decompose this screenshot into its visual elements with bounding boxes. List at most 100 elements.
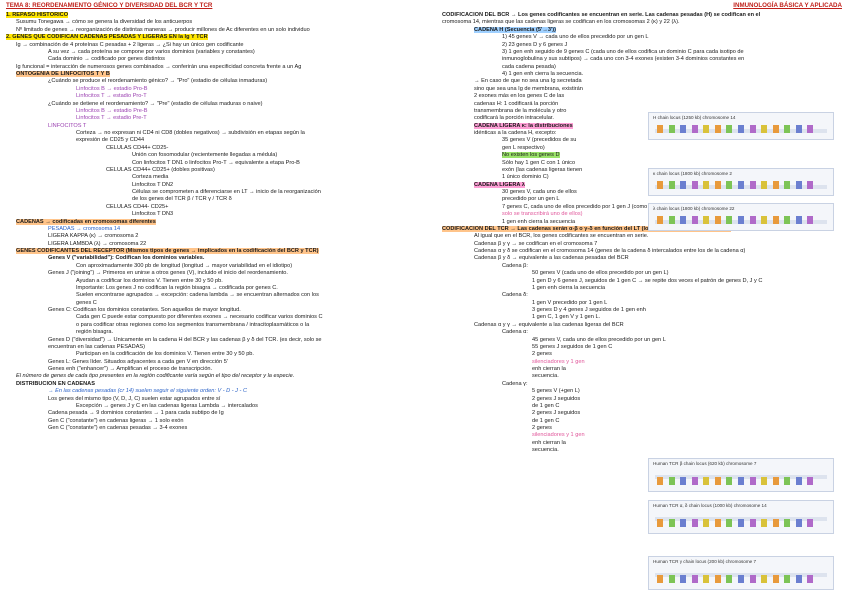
line-text: Participan en la codificación de los dom… xyxy=(76,351,254,358)
left-text-line: encuentran en las cadenas PESADAS) xyxy=(6,344,424,351)
right-text-line: de 1 gen C xyxy=(432,418,844,425)
gene-segment xyxy=(795,477,802,485)
line-text: Linfocitos T DN3 xyxy=(132,211,174,218)
line-text: codificará la porción intracelular. xyxy=(474,115,554,122)
line-text: silenciadores y 1 gen xyxy=(532,358,585,365)
gene-segment xyxy=(772,181,779,189)
gene-segment xyxy=(703,216,710,224)
line-text: LINFOCITOS T xyxy=(48,122,87,129)
gene-segment xyxy=(668,216,675,224)
right-text-line: silenciadores y 1 gen xyxy=(432,432,844,439)
left-text-line: Cadena pesada → 9 dominios constantes → … xyxy=(6,410,424,417)
gene-segment xyxy=(691,519,698,527)
left-text-line: CADENAS → codificadas en cromosomas dife… xyxy=(6,218,424,226)
line-text: Nº limitado de genes → reorganización de… xyxy=(16,26,310,33)
right-text-line: Sólo hay 1 gen C con 1 único xyxy=(432,160,844,167)
line-text: Genes J ("joining") → Primeros en unirse… xyxy=(48,270,288,277)
bcr-k-locus-figure: κ chain locus (1800 kb) chromosome 2 xyxy=(648,168,834,196)
right-text-line: CODIFICACIÓN DEL TCR → Las cadenas serán… xyxy=(432,225,844,233)
right-text-line: idénticas a la cadena H, excepto: xyxy=(432,130,844,137)
right-text-line: 45 genes V, cada uno de ellos precedido … xyxy=(432,337,844,344)
gene-segment xyxy=(714,575,721,583)
line-text: Suelen encontrarse agrupados → excepción… xyxy=(76,292,319,299)
line-text: CODIFICACIÓN DEL TCR → Las cadenas serán… xyxy=(442,225,731,232)
gene-segment xyxy=(738,477,744,485)
left-text-line: ONTOGENIA DE LINFOCITOS T Y B xyxy=(6,71,424,78)
line-text: 2 genes J seguidos xyxy=(532,395,581,402)
right-text-line: 1 gen V precedido por 1 gen L xyxy=(432,300,844,307)
left-text-line: Genes L: Genes líder. Situados adyacente… xyxy=(6,359,424,366)
line-text: Cadenas β y γ → se codifican en el cromo… xyxy=(474,240,598,247)
document-title: TEMA 8: REORDENAMIENTO GÉNICO Y DIVERSID… xyxy=(6,2,213,9)
line-text: 1 gen D y 6 genes J, seguidos de 1 gen C… xyxy=(532,277,763,284)
gene-segment xyxy=(691,575,698,583)
line-text: 4) 1 gen enh cierra la secuencia. xyxy=(502,71,584,77)
line-text: LIGERA KAPPA (κ) → cromosoma 2 xyxy=(48,233,139,240)
line-text: Importante: Los genes J no codifican la … xyxy=(76,284,278,291)
subject-title: INMUNOLOGÍA BÁSICA Y APLICADA xyxy=(733,2,842,9)
line-text: solo se transcribirá uno de ellos) xyxy=(502,211,583,218)
line-text: 2 exones más en los genes C de las xyxy=(474,93,565,100)
left-text-line: LIGERA KAPPA (κ) → cromosoma 2 xyxy=(6,233,424,240)
line-text: enh cierran la xyxy=(532,439,566,446)
gene-segment xyxy=(668,519,675,527)
line-text: A su vez → cada proteína se compone por … xyxy=(48,48,255,55)
gene-segment xyxy=(795,575,802,583)
left-text-line: Genes V ("variabilidad"): Codifican los … xyxy=(6,255,424,262)
left-text-line: expresión de CD25 y CD44 xyxy=(6,137,424,144)
line-text: 5 genes V (+gen L) xyxy=(532,388,580,395)
left-text-line: Corteza media xyxy=(6,174,424,181)
line-text: de 1 gen C xyxy=(532,402,560,409)
gene-segment xyxy=(703,181,710,189)
gene-segment xyxy=(714,125,721,133)
tcr-a-locus-figure: Human TCR α, δ chain locus (1000 kb) chr… xyxy=(648,500,834,534)
left-text-line: Linfocitos T → estadio Pre-T xyxy=(6,115,424,122)
gene-segment xyxy=(795,181,802,189)
figure-caption: Human TCR β chain locus (620 kb) chromos… xyxy=(653,461,757,466)
gene-segment xyxy=(703,477,710,485)
line-text: 2 genes xyxy=(532,425,552,431)
right-text-line: Cadena α: xyxy=(432,329,844,336)
gene-segment xyxy=(761,575,768,583)
gene-segment xyxy=(657,216,663,224)
left-text-line: Ig funcional = interacción de numerosos … xyxy=(6,64,424,71)
right-text-line: cadenas H: 1 codificará la porción xyxy=(432,101,844,108)
line-text: de 1 gen C xyxy=(532,417,560,424)
line-text: → En caso de que no sea una Ig secretada xyxy=(474,78,582,85)
line-text: Corteza media xyxy=(132,174,169,181)
tcr-g-locus-figure: Human TCR γ chain locus (200 kb) chromos… xyxy=(648,556,834,590)
right-text-line: Cadena β: xyxy=(432,263,844,270)
left-text-line: Genes C: Codifican los dominios constant… xyxy=(6,307,424,314)
left-text-line: Importante: Los genes J no codifican la … xyxy=(6,285,424,292)
right-text-line: → En caso de que no sea una Ig secretada xyxy=(432,78,844,85)
figure-caption: Human TCR γ chain locus (200 kb) chromos… xyxy=(653,559,757,564)
line-text: transmembrana de la molécula y otro xyxy=(474,107,567,114)
left-text-line: Ayudan a codificar los dominios V. Tiene… xyxy=(6,278,424,285)
line-text: 1 gen enh cierra la secuencia xyxy=(532,284,606,291)
gene-segment xyxy=(657,125,663,133)
right-text-line: Cadenas β y γ → se codifican en el cromo… xyxy=(432,241,844,248)
left-text-line: Gen C ("constante") en cadenas ligeras →… xyxy=(6,418,424,425)
left-text-line: CÉLULAS CD44- CD25+ xyxy=(6,204,424,211)
gene-segment xyxy=(691,477,698,485)
right-text-line: No existen los genes D xyxy=(432,152,844,159)
gene-segment xyxy=(807,216,814,224)
right-text-line: sino que sea una Ig de membrana, existir… xyxy=(432,86,844,93)
line-text: 1 gen C, 1 gen V y 1 gen L. xyxy=(532,314,601,321)
line-text: 1 gen enh cierra la secuencia xyxy=(502,218,576,225)
gene-segment xyxy=(691,181,698,189)
bcr-h-locus-figure: H chain locus (1250 kb) chromosome 14 xyxy=(648,112,834,140)
gene-segment xyxy=(807,125,814,133)
line-text: 1 único dominio C) xyxy=(502,174,549,181)
left-text-line: Células se comprometen a diferenciarse e… xyxy=(6,189,424,196)
line-text: Cadenas α y δ se codifican en el cromoso… xyxy=(474,248,746,254)
line-text: Cadena β: xyxy=(502,262,528,269)
gene-segment xyxy=(749,519,756,527)
gene-segment xyxy=(726,125,733,133)
gene-segment xyxy=(784,477,791,485)
line-text: Genes C: Codifican los dominios constant… xyxy=(48,307,241,313)
gene-segment xyxy=(761,519,768,527)
left-text-line: región bisagra. xyxy=(6,329,424,336)
